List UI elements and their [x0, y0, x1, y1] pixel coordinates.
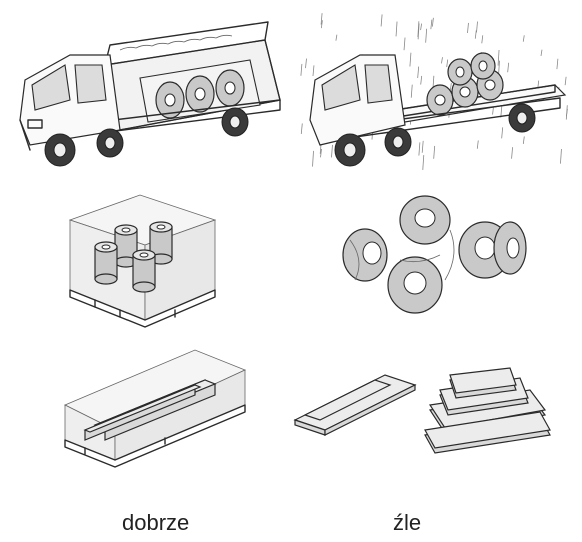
rain-streak	[446, 59, 449, 68]
rain-streak	[476, 21, 478, 33]
rain-streak	[522, 136, 525, 144]
rain-streak	[320, 148, 322, 158]
rain-streak	[497, 49, 500, 66]
rain-streak	[430, 19, 433, 30]
rain-streak	[522, 35, 525, 42]
sheets-packed-on-pallet-illustration	[55, 340, 255, 470]
rain-streak	[441, 57, 443, 64]
rain-streak	[560, 149, 562, 164]
column-label-bad: źle	[393, 510, 422, 535]
rain-streak	[422, 155, 425, 170]
rain-streak	[433, 145, 436, 159]
rain-streak	[300, 63, 303, 76]
truck-uncovered-rain-illustration	[300, 10, 575, 180]
rain-streak	[501, 127, 504, 139]
rain-streak	[395, 21, 398, 37]
rain-streak	[410, 84, 413, 98]
rain-streak	[511, 147, 513, 159]
rain-streak	[421, 140, 424, 153]
rain-streak	[476, 140, 479, 149]
rain-streak	[403, 37, 406, 51]
truck-covered-illustration	[10, 10, 292, 180]
rain-streak	[418, 142, 421, 156]
rain-streak	[320, 13, 323, 25]
rain-streak	[331, 144, 333, 158]
rain-streak	[449, 83, 452, 91]
rain-streak	[564, 76, 567, 86]
column-label-good: dobrze	[122, 510, 190, 535]
rain-streak	[305, 58, 307, 69]
rain-streak	[312, 150, 314, 167]
coils-loose-stacked-illustration	[330, 190, 530, 325]
rain-streak	[312, 65, 315, 77]
rain-streak	[556, 58, 559, 70]
rain-streak	[300, 123, 303, 134]
rain-streak	[474, 30, 477, 39]
rain-streak	[320, 20, 323, 29]
sheets-unprotected-stacked-illustration	[280, 355, 570, 470]
rain-streak	[431, 17, 434, 27]
coils-packed-on-pallet-illustration	[55, 185, 230, 330]
rain-streak	[417, 21, 420, 38]
rain-streak	[467, 22, 469, 34]
rain-streak	[507, 62, 510, 73]
rain-streak	[417, 66, 420, 79]
rain-streak	[420, 75, 423, 85]
rain-streak	[566, 108, 568, 117]
rain-streak	[425, 28, 428, 43]
rain-streak	[335, 34, 338, 41]
rain-streak	[380, 14, 383, 27]
rain-streak	[540, 49, 543, 56]
rain-streak	[481, 35, 484, 44]
rain-streak	[409, 52, 412, 67]
rain-streak	[420, 23, 422, 31]
